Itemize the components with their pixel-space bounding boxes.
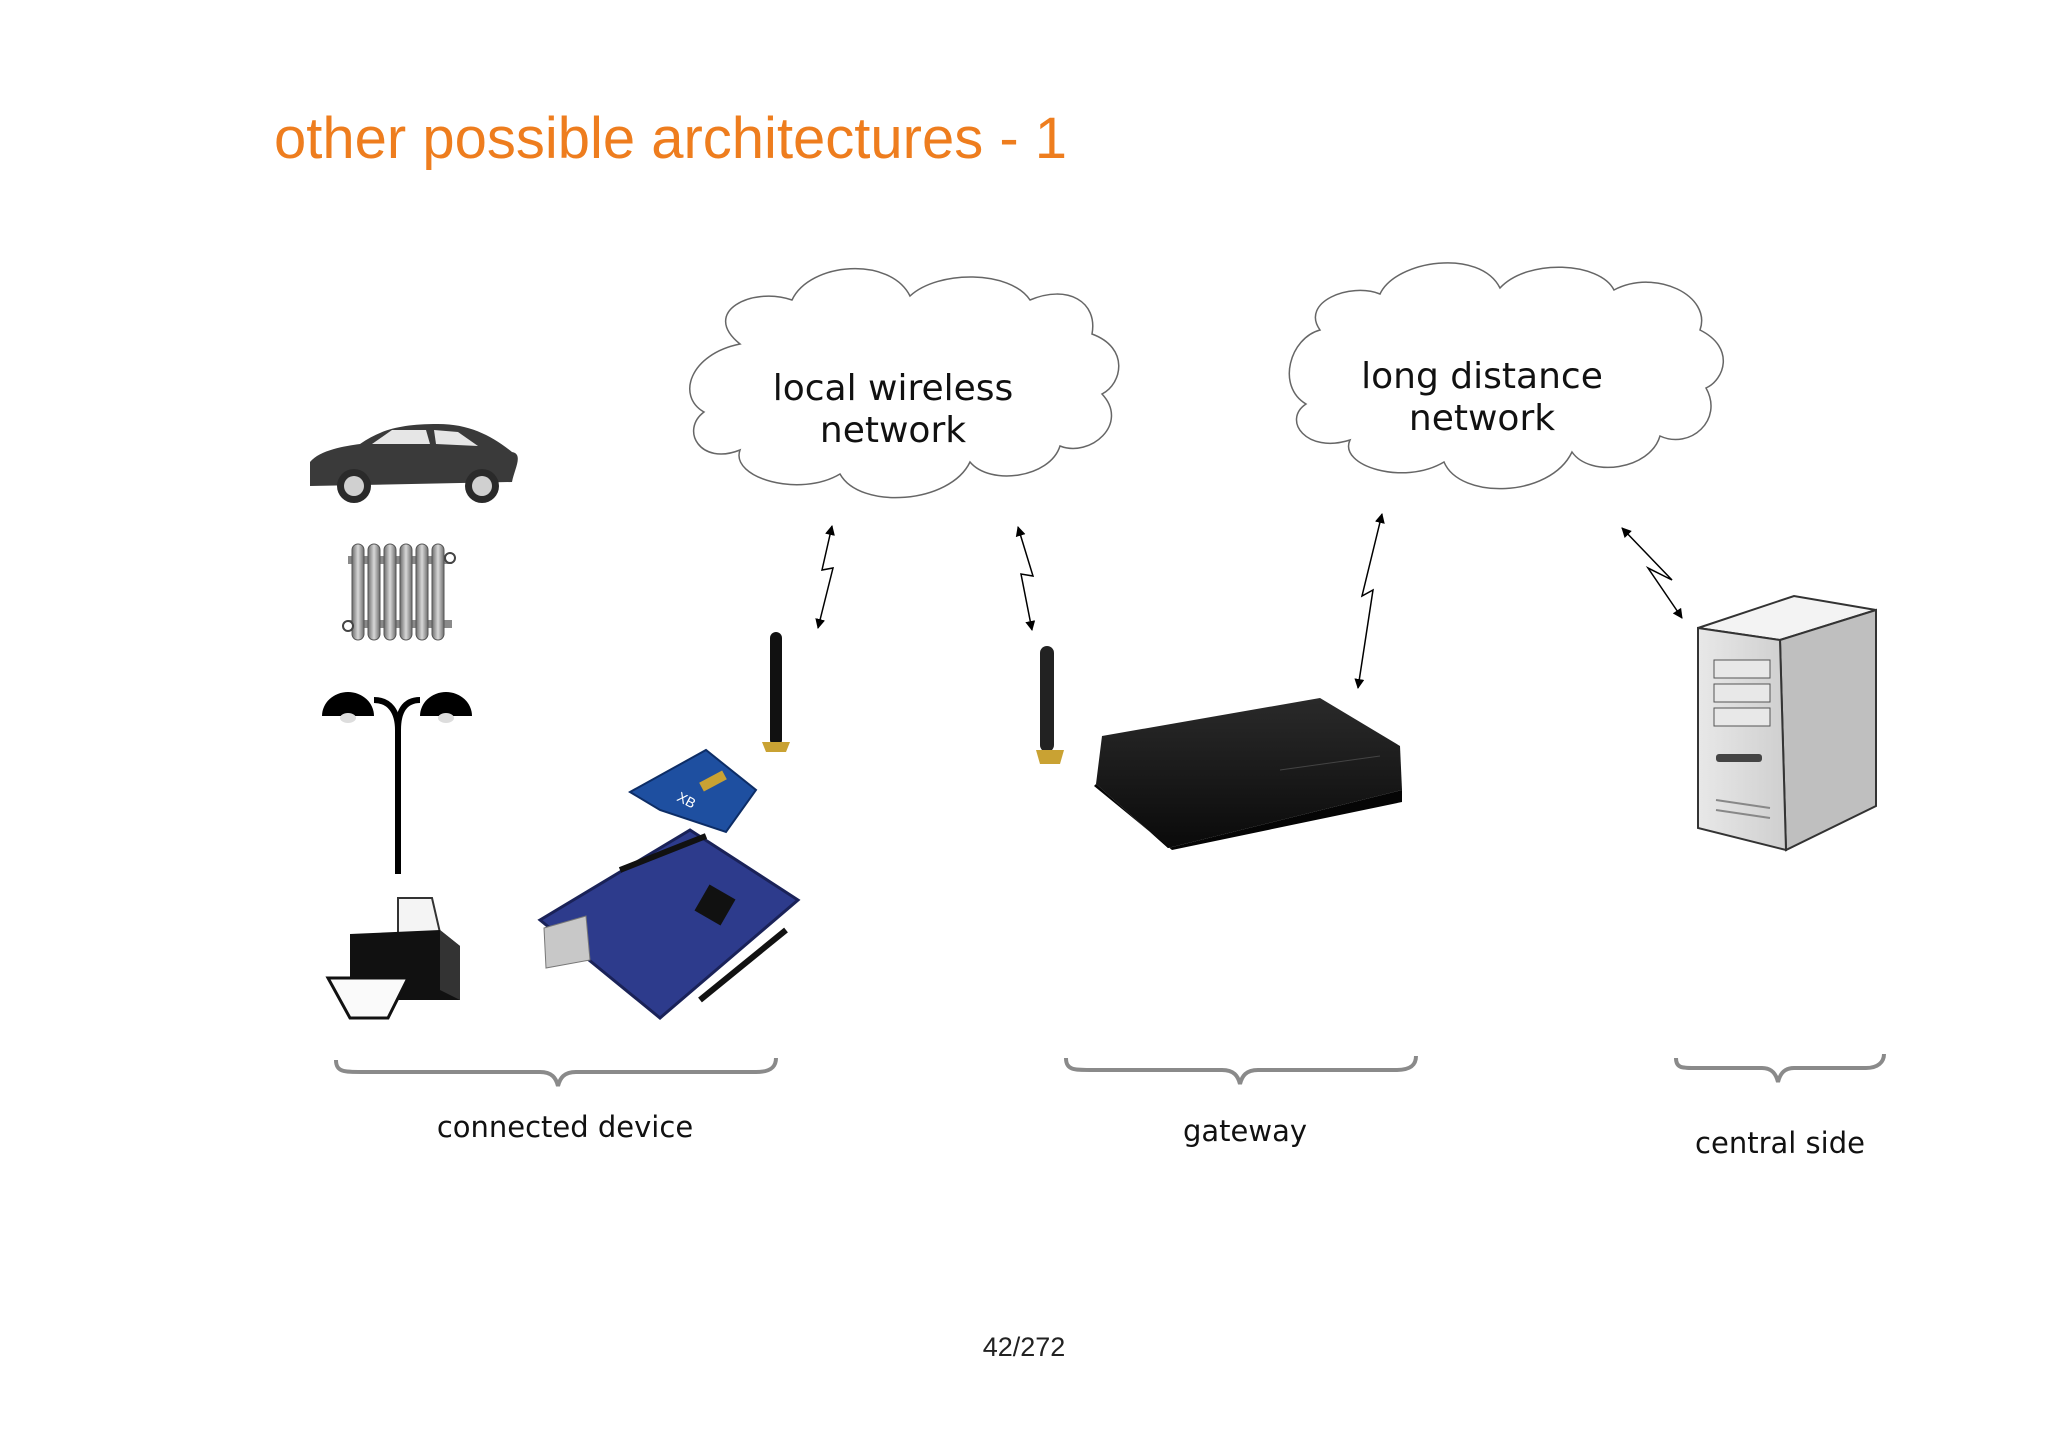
dev-board-icon bbox=[537, 828, 801, 1020]
local-wireless-network-label: local wireless network bbox=[743, 368, 1043, 452]
local-wireless-network-line1: local wireless bbox=[772, 368, 1014, 409]
radiator-icon bbox=[342, 543, 456, 641]
server-tower-icon bbox=[1697, 594, 1877, 852]
gateway-label: gateway bbox=[1182, 1114, 1308, 1148]
central-side-brace bbox=[1674, 1053, 1886, 1083]
long-distance-network-line1: long distance bbox=[1361, 356, 1603, 397]
connected-device-label: connected device bbox=[436, 1110, 694, 1144]
svg-text:XB: XB bbox=[675, 789, 699, 812]
page-number: 42/272 bbox=[982, 1332, 1066, 1362]
gateway-brace bbox=[1064, 1055, 1418, 1085]
connected-device-brace bbox=[334, 1057, 778, 1087]
slide-title: other possible architectures - 1 bbox=[274, 106, 1068, 171]
arrow-long-distance-network-to-server bbox=[1621, 527, 1683, 619]
gateway-router-icon bbox=[1094, 698, 1402, 850]
arrow-gateway-to-local-network bbox=[1015, 526, 1036, 631]
long-distance-network-line2: network bbox=[1408, 398, 1556, 439]
car-icon bbox=[310, 424, 518, 503]
central-side-label: central side bbox=[1695, 1126, 1865, 1160]
arrow-gateway-to-long-distance-network bbox=[1354, 513, 1385, 689]
long-distance-network-cloud bbox=[1288, 262, 1724, 490]
local-wireless-network-cloud bbox=[689, 267, 1120, 499]
printer-icon bbox=[325, 897, 460, 1020]
antenna-icon bbox=[1036, 646, 1064, 764]
arrow-device-to-local-network bbox=[815, 525, 835, 629]
local-wireless-network-line2: network bbox=[819, 410, 967, 451]
xbee-module-icon: XB bbox=[627, 632, 790, 834]
long-distance-network-label: long distance network bbox=[1332, 356, 1632, 440]
street-lamp-icon bbox=[322, 692, 472, 874]
